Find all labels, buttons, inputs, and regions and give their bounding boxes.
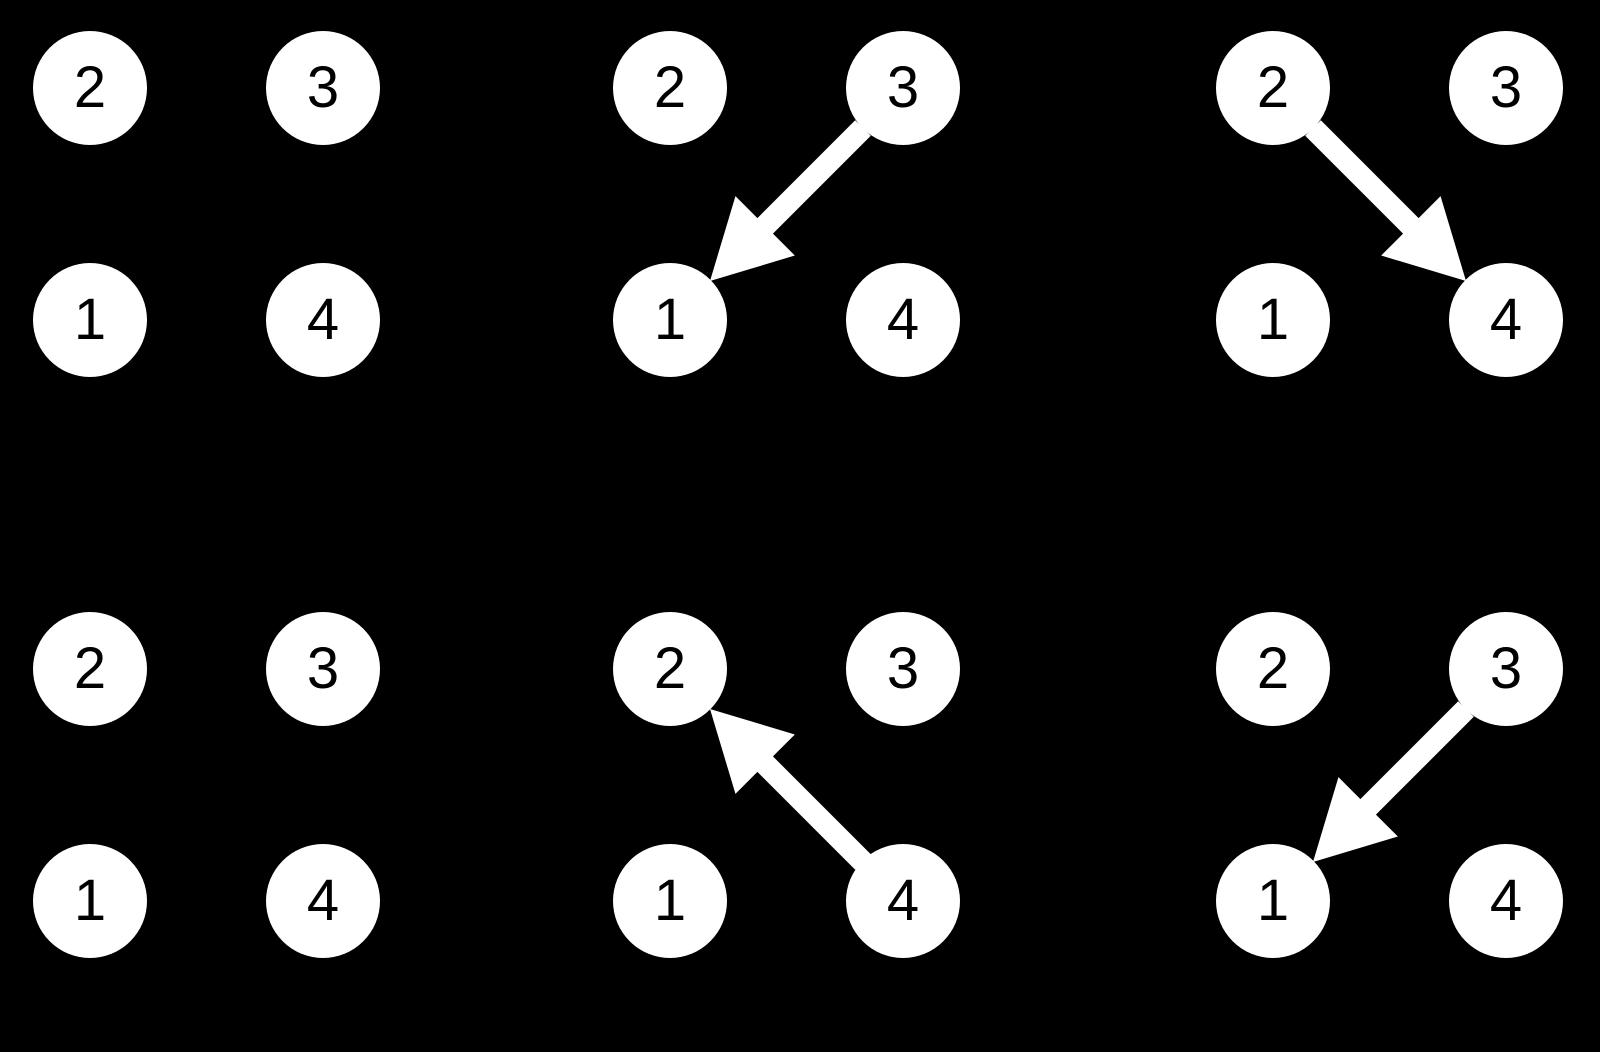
graph-node-label: 2 bbox=[653, 55, 687, 120]
arrow-layer bbox=[1313, 701, 1474, 862]
graph-node[interactable]: 3 bbox=[846, 612, 960, 726]
arrow-layer bbox=[1305, 120, 1466, 281]
graph-panel: 2 3 1 4 bbox=[1216, 612, 1600, 1052]
graph-panel: 2 3 1 4 bbox=[1216, 31, 1600, 471]
graph-node-label: 2 bbox=[73, 636, 107, 701]
graph-node-label: 1 bbox=[653, 868, 687, 933]
graph-node[interactable]: 2 bbox=[1216, 31, 1330, 145]
graph-node-label: 1 bbox=[73, 287, 107, 352]
graph-node[interactable]: 2 bbox=[33, 31, 147, 145]
edge-arrow-icon bbox=[710, 120, 871, 281]
graph-node-label: 4 bbox=[886, 287, 920, 352]
graph-node-label: 2 bbox=[1256, 55, 1290, 120]
graph-node-label: 1 bbox=[653, 287, 687, 352]
graph-node[interactable]: 1 bbox=[33, 844, 147, 958]
graph-node[interactable]: 2 bbox=[1216, 612, 1330, 726]
edge-arrow-icon bbox=[1313, 701, 1474, 862]
graph-node-label: 1 bbox=[1256, 868, 1290, 933]
diagram-canvas: 2 3 1 4 2 3 1 4 2 3 1 4 2 3 1 4 2 3 1 4 2 3 1 4 bbox=[33, 31, 1600, 958]
graph-node-label: 3 bbox=[886, 55, 920, 120]
graph-node-label: 1 bbox=[1256, 287, 1290, 352]
graph-node[interactable]: 3 bbox=[1449, 31, 1563, 145]
graph-node-label: 3 bbox=[306, 636, 340, 701]
graph-node[interactable]: 3 bbox=[266, 612, 380, 726]
graph-node[interactable]: 2 bbox=[613, 31, 727, 145]
graph-node[interactable]: 4 bbox=[1449, 263, 1563, 377]
graph-node[interactable]: 2 bbox=[33, 612, 147, 726]
graph-node[interactable]: 4 bbox=[266, 844, 380, 958]
graph-node[interactable]: 1 bbox=[33, 263, 147, 377]
graph-node[interactable]: 1 bbox=[613, 263, 727, 377]
graph-node[interactable]: 4 bbox=[846, 263, 960, 377]
graph-node-label: 4 bbox=[886, 868, 920, 933]
graph-node[interactable]: 2 bbox=[613, 612, 727, 726]
graph-node-label: 1 bbox=[73, 868, 107, 933]
graph-node-label: 4 bbox=[1489, 287, 1523, 352]
graph-node[interactable]: 1 bbox=[613, 844, 727, 958]
graph-node-label: 2 bbox=[653, 636, 687, 701]
graph-node-label: 4 bbox=[1489, 868, 1523, 933]
graph-node[interactable]: 4 bbox=[266, 263, 380, 377]
graph-node-label: 3 bbox=[1489, 55, 1523, 120]
graph-node[interactable]: 1 bbox=[1216, 844, 1330, 958]
edge-arrow-icon bbox=[710, 709, 871, 870]
arrow-layer bbox=[710, 709, 871, 870]
edge-arrow-icon bbox=[1305, 120, 1466, 281]
graph-node-label: 4 bbox=[306, 287, 340, 352]
graph-node-label: 2 bbox=[73, 55, 107, 120]
graph-node-label: 4 bbox=[306, 868, 340, 933]
graph-panel: 2 3 1 4 bbox=[33, 31, 553, 471]
graph-node[interactable]: 4 bbox=[1449, 844, 1563, 958]
graph-node[interactable]: 3 bbox=[266, 31, 380, 145]
graph-panel: 2 3 1 4 bbox=[613, 612, 1133, 1052]
graph-node[interactable]: 4 bbox=[846, 844, 960, 958]
graph-node[interactable]: 1 bbox=[1216, 263, 1330, 377]
graph-node-label: 3 bbox=[306, 55, 340, 120]
graph-panel: 2 3 1 4 bbox=[33, 612, 553, 1052]
graph-panel: 2 3 1 4 bbox=[613, 31, 1133, 471]
graph-node[interactable]: 3 bbox=[1449, 612, 1563, 726]
graph-node-label: 3 bbox=[886, 636, 920, 701]
graph-node-label: 3 bbox=[1489, 636, 1523, 701]
graph-node[interactable]: 3 bbox=[846, 31, 960, 145]
arrow-layer bbox=[710, 120, 871, 281]
graph-node-label: 2 bbox=[1256, 636, 1290, 701]
